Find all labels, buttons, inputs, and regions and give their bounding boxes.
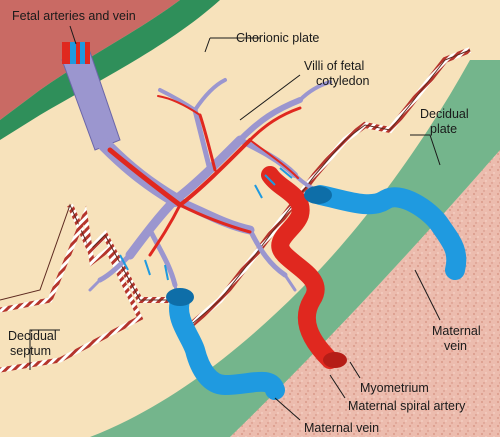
flow-arrows [119,167,293,281]
maternal-spiral-artery-icon [261,166,339,369]
label-maternal-vein-right-line1: Maternal [432,324,481,338]
label-decidual-plate-line2: plate [430,122,457,136]
decidual-septum-outline [0,205,144,373]
fetal-region [0,0,180,120]
maternal-vein-left-icon [169,290,285,400]
villi-arteries [107,95,302,257]
label-villi-line2: cotyledon [316,74,370,88]
myometrium-layer [230,150,500,437]
label-chorionic-plate: Chorionic plate [236,31,319,45]
label-decidual-plate-line1: Decidual [420,107,469,121]
label-fetal-arteries-and-vein: Fetal arteries and vein [12,9,136,23]
label-myometrium: Myometrium [360,381,429,395]
maternal-vein-right-icon [310,185,467,280]
label-decidual-septum-line1: Decidual [8,329,57,343]
label-maternal-vein-right-line2: vein [444,339,467,353]
label-villi-line1: Villi of fetal [304,59,364,73]
chorionic-plate-band [0,0,220,140]
label-lines [29,25,441,421]
label-decidual-septum-line2: septum [10,344,51,358]
decidua-layer [90,60,500,437]
label-maternal-vein-bottom: Maternal vein [304,421,379,435]
label-maternal-spiral-artery: Maternal spiral artery [348,399,466,413]
